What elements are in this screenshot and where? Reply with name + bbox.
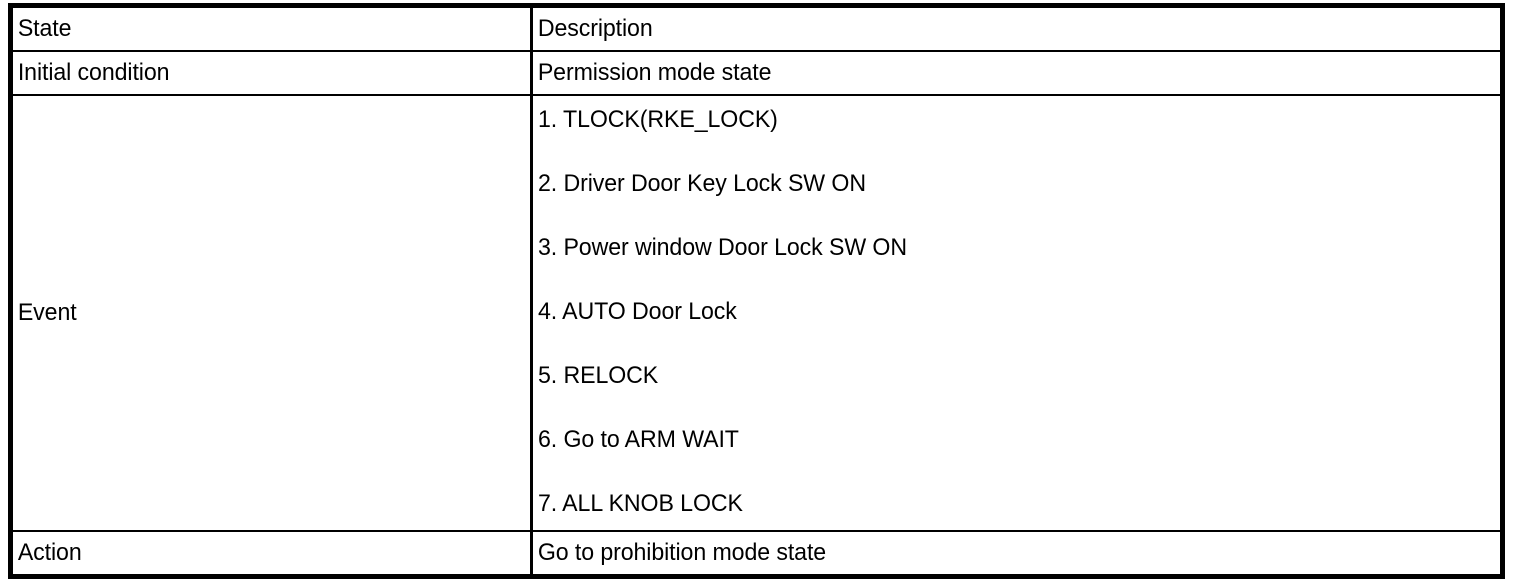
list-item: 5. RELOCK — [538, 362, 659, 389]
table-row: Event 1. TLOCK(RKE_LOCK) 2. Driver Door … — [10, 94, 1503, 531]
row-label-initial-condition: Initial condition — [17, 59, 170, 86]
row-value-cell-event: 1. TLOCK(RKE_LOCK) 2. Driver Door Key Lo… — [530, 94, 1503, 531]
table-row: Initial condition Permission mode state — [10, 50, 1503, 95]
list-item: 1. TLOCK(RKE_LOCK) — [538, 106, 778, 133]
row-label-cell-initial-condition: Initial condition — [10, 50, 532, 95]
state-description-table: State Description Initial condition Perm… — [8, 3, 1505, 579]
list-item: 4. AUTO Door Lock — [538, 298, 737, 325]
row-value-cell-action: Go to prohibition mode state — [530, 530, 1503, 577]
row-label-cell-event: Event — [10, 94, 532, 531]
row-value-initial-condition: Permission mode state — [537, 59, 772, 86]
row-value-action: Go to prohibition mode state — [537, 539, 827, 566]
header-cell-description: Description — [530, 5, 1503, 51]
header-cell-state: State — [10, 5, 532, 51]
page-root: State Description Initial condition Perm… — [8, 3, 1505, 579]
table-row: Action Go to prohibition mode state — [10, 530, 1503, 577]
event-list: 1. TLOCK(RKE_LOCK) 2. Driver Door Key Lo… — [533, 96, 1500, 530]
list-item: 7. ALL KNOB LOCK — [538, 490, 743, 517]
list-item: 6. Go to ARM WAIT — [538, 426, 739, 453]
column-header-state: State — [17, 15, 72, 42]
column-header-description: Description — [537, 15, 653, 42]
row-label-cell-action: Action — [10, 530, 532, 577]
list-item: 2. Driver Door Key Lock SW ON — [538, 170, 866, 197]
list-item: 3. Power window Door Lock SW ON — [538, 234, 907, 261]
row-label-action: Action — [17, 539, 82, 566]
table-header-row: State Description — [10, 5, 1503, 51]
row-value-cell-initial-condition: Permission mode state — [530, 50, 1503, 95]
row-label-event: Event — [17, 299, 77, 326]
